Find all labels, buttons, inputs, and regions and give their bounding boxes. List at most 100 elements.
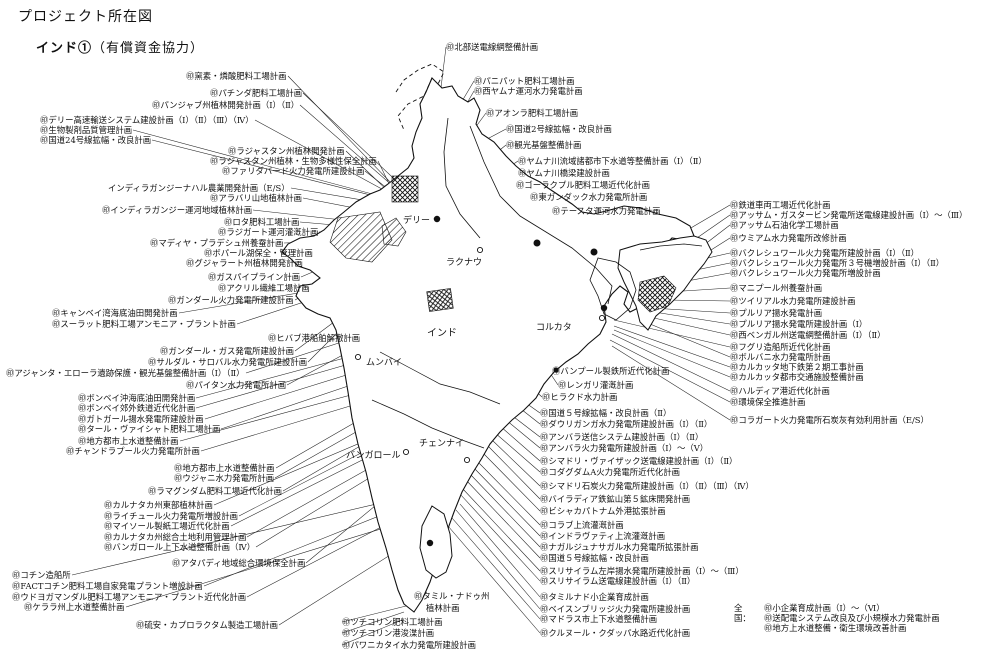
project-label: ㊞マニプール州養蚕計画 <box>730 283 823 293</box>
leader-line <box>459 503 541 598</box>
project-label: ㊞アオンラ肥料工場計画 <box>486 108 579 118</box>
godavari-river <box>379 351 501 405</box>
project-label: ㊞パワニカタイ水力発電所建設計画 <box>342 640 476 650</box>
leader-line <box>613 325 731 368</box>
leader-line <box>220 381 361 430</box>
project-label: ㊞バイラディア鉄鉱山第５鉱床開発計画 <box>540 494 691 504</box>
city-label-mumbai: ムンバイ <box>366 358 403 368</box>
project-label: ㊞ハルディア港近代化計画 <box>730 386 830 396</box>
project-label: ㊞FACTコチン肥料工場自家発電プラント増設計画 <box>12 581 203 591</box>
leader-line <box>469 473 541 548</box>
project-dot <box>590 248 598 256</box>
leader-line <box>455 509 541 610</box>
project-label: ㊞インドラヴァティ上流灌漑計画 <box>540 531 666 541</box>
leader-line <box>195 361 357 409</box>
leader-line <box>491 439 541 487</box>
leader-line <box>178 289 317 314</box>
project-label: ㊞北部送電線網整備計画 <box>446 42 539 52</box>
leader-line <box>459 493 541 582</box>
leader-line <box>465 479 541 559</box>
project-label: ㊞テースタ運河水力発電計画 <box>552 206 661 216</box>
leader-line <box>341 605 407 623</box>
project-label: ㊞コラブ上流灌漑計画 <box>540 520 624 530</box>
project-label: ㊞ウドヨガマンダル肥料工場アンモニア・プラント近代化計画 <box>12 592 247 602</box>
leader-line <box>125 519 411 608</box>
city-markers <box>354 215 606 464</box>
project-label: ㊞パニパット肥料工場計画 <box>474 76 575 86</box>
leader-line <box>461 487 541 572</box>
project-label: ㊞カルナタカ州総合土地利用管理計画 <box>104 532 247 542</box>
nationwide-item: ㊞小企業育成計画（Ⅰ）～（Ⅵ） <box>764 603 885 613</box>
india-outline <box>281 77 695 613</box>
leader-line <box>200 399 371 452</box>
project-label: ㊞コダグダムA火力発電所近代化計画 <box>540 467 681 477</box>
project-label: ㊞ビシャカパトナム外港拡張計画 <box>540 506 666 516</box>
project-label: ㊞ボパール湖保全・管理計画 <box>204 248 313 258</box>
leader-line <box>611 333 731 392</box>
city-marker-delhi <box>433 215 441 223</box>
leader-line <box>132 129 403 203</box>
rajasthan-hatch-region <box>391 175 419 203</box>
leader-line <box>195 355 353 399</box>
project-label: ㊞アラバリ山地植林計画 <box>210 193 303 203</box>
project-label: ㊞ボンベイ郊外鉄道近代化計画 <box>78 403 196 413</box>
leader-line <box>653 317 731 336</box>
project-label: ㊞カルカッタ都市交通施設整備計画 <box>730 372 864 382</box>
project-label: ㊞ガンダール・ガス発電所建設計画 <box>160 346 294 356</box>
project-label: ㊞ボンベイ沖海底油田開発計画 <box>78 393 196 403</box>
leader-line <box>213 431 387 506</box>
project-label: ㊞タール・ヴァイシャト肥料工場計画 <box>78 424 221 434</box>
project-label: ㊞ヒラクド水力計画 <box>542 392 618 402</box>
project-label: ㊞チャンドラプール火力発電所計画 <box>66 446 200 456</box>
project-label: ㊞ラジャスタン州植林開発計画 <box>228 146 345 156</box>
project-label: ㊞スーラット肥料工場アンモニア・プラント計画 <box>52 319 236 329</box>
project-label: ㊞ラマグンダム肥料工場近代化計画 <box>148 486 282 496</box>
nationwide-head: 全国： <box>734 603 751 624</box>
project-label: ㊞アンバラ送信システム建設計画（Ⅰ）（Ⅱ） <box>540 432 704 442</box>
city-marker-chennai <box>463 456 471 464</box>
project-dot <box>553 367 559 373</box>
project-label: ㊞タミル・ナドゥ州 <box>414 591 490 601</box>
project-label: ㊞ヤムナ川流域諸都市下水道等整備計画（Ⅰ）（Ⅱ） <box>518 156 707 166</box>
project-label: ㊞バクレシュワール火力発電所建設計画（Ⅰ）（Ⅱ） <box>730 248 920 258</box>
country-label: インド <box>427 328 457 339</box>
city-marker-bangalore <box>402 448 410 456</box>
project-label: ㊞プルリア揚水発電計画 <box>730 308 823 318</box>
project-label: ㊞ケララ州上水道整備計画 <box>24 602 125 612</box>
leader-line <box>473 467 541 537</box>
leader-line <box>341 611 405 634</box>
project-label: ㊞ヒバブ港船舶解撤計画 <box>268 333 361 343</box>
city-label-kolkata: コルカタ <box>536 323 572 333</box>
leader-line <box>613 319 731 348</box>
project-label: ㊞ライチュール火力発電所増設計画 <box>104 511 238 521</box>
city-marker-lucknow <box>476 246 484 254</box>
project-label: ㊞ツイリアル水力発電所建設計画 <box>730 296 856 306</box>
project-label: ㊞レンガリ灌漑計画 <box>558 380 634 390</box>
project-label: ㊞東ガンダック水力発電所計画 <box>530 192 648 202</box>
leader-line <box>483 453 541 512</box>
project-label: ㊞スリサイラム左岸揚水発電所建設計画（Ⅰ）～（Ⅲ） <box>540 566 744 576</box>
project-label: ㊞観光基盤整備計画 <box>506 140 582 150</box>
project-label: ㊞パンジャブ州植林開発計画（Ⅰ）（Ⅱ） <box>152 100 300 110</box>
project-label: ㊞アクリル繊維工場計画 <box>218 283 310 293</box>
project-label: ㊞シマドリ・ヴァイザック送電線建設計画（Ⅰ）（Ⅱ） <box>540 456 738 466</box>
project-label: ㊞アンバラ火力発電所建設計画（Ⅰ）～（Ⅴ） <box>540 443 709 453</box>
yamuna-river <box>443 117 481 239</box>
project-label: ㊞ロタ肥料工場計画 <box>224 217 300 227</box>
city-label-lucknow: ラクナウ <box>446 258 483 268</box>
leader-line <box>254 119 403 201</box>
project-label: ㊞サルダル・サロバル水力発電所建設計画 <box>148 357 308 367</box>
project-label: ㊞デリー高速輸送システム建設計画（Ⅰ）（Ⅱ）（Ⅲ）（Ⅳ） <box>40 115 254 125</box>
project-label: ㊞国道2号線拡幅・改良計画 <box>506 124 612 134</box>
project-label: インディラガンジーナハル農業開発計画（E/S） <box>108 183 290 193</box>
project-label: ㊞グジャラート州植林開発計画 <box>186 258 303 268</box>
leader-line <box>609 339 731 403</box>
project-label: ㊞ファリダバード火力発電所建設計画 <box>222 166 365 176</box>
subtitle-main: インド① <box>36 41 93 56</box>
leader-line <box>179 391 363 442</box>
brahmaputra-river <box>639 243 703 251</box>
leader-line <box>294 321 335 352</box>
leader-line <box>493 431 541 473</box>
project-label: ㊞タミルナド小企業育成計画 <box>540 592 649 602</box>
